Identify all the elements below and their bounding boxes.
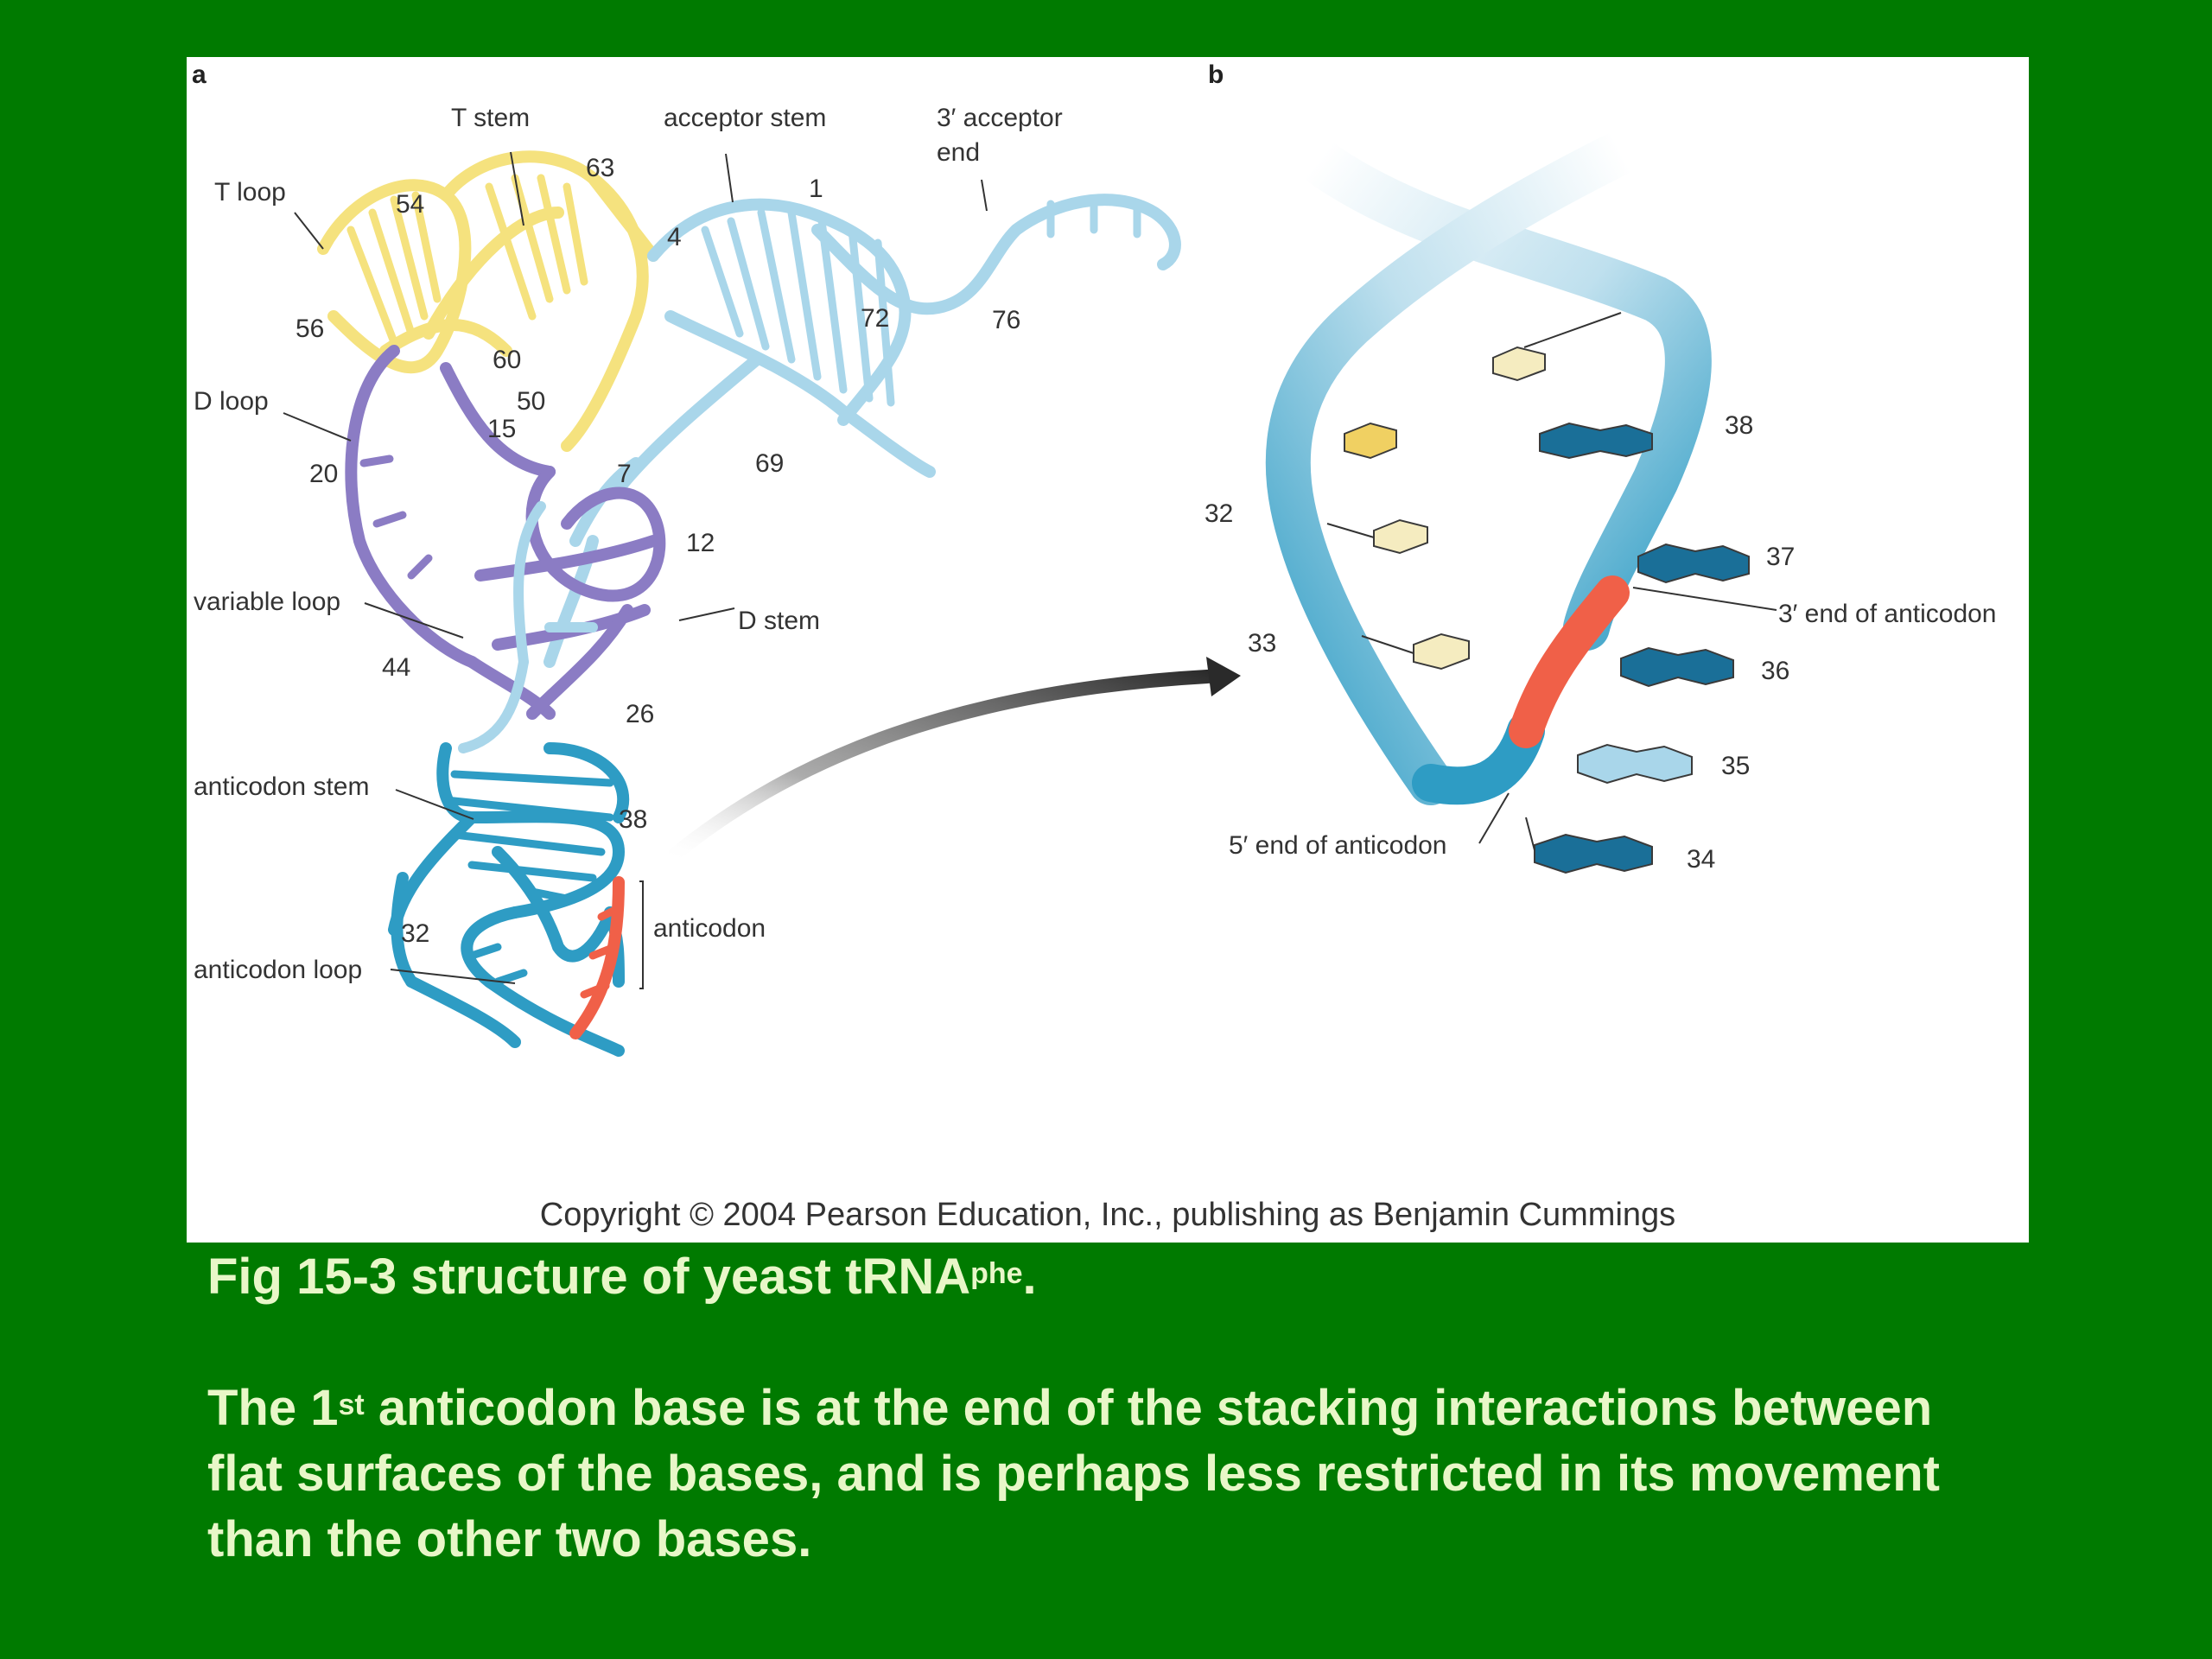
anticodon-red-rungs <box>580 904 623 999</box>
acceptor-rungs <box>701 195 1141 407</box>
num-7: 7 <box>617 460 632 488</box>
caption-body: The 1st anticodon base is at the end of … <box>207 1376 2005 1573</box>
label-variable-loop: variable loop <box>194 588 340 616</box>
d-arm-rungs <box>359 454 433 580</box>
num-4: 4 <box>667 223 682 251</box>
anticodon-red <box>569 876 625 1039</box>
b-num-36: 36 <box>1761 657 1789 685</box>
variable-loop <box>458 501 598 753</box>
b-num-38: 38 <box>1725 411 1753 440</box>
trna-figure: a <box>192 60 1997 1233</box>
label-acceptor-end-1: 3′ acceptor <box>937 104 1063 132</box>
label-d-stem: D stem <box>738 607 820 635</box>
label-acceptor-end-2: end <box>937 138 980 167</box>
b-num-32: 32 <box>1205 499 1233 528</box>
caption-title-sup: phe <box>970 1257 1023 1290</box>
num-54: 54 <box>396 190 424 219</box>
b-num-35: 35 <box>1721 752 1750 780</box>
panel-a-labels: T stem acceptor stem 3′ acceptor end T l… <box>194 104 1063 984</box>
num-26: 26 <box>626 700 654 728</box>
num-60: 60 <box>493 346 521 374</box>
label-anticodon-stem: anticodon stem <box>194 772 369 801</box>
num-72: 72 <box>861 304 889 333</box>
b-label-3-prime: 3′ end of anticodon <box>1778 600 1997 628</box>
label-anticodon: anticodon <box>653 914 766 943</box>
caption-title-main: Fig 15-3 structure of yeast tRNA <box>207 1249 971 1305</box>
label-anticodon-loop: anticodon loop <box>194 956 362 984</box>
ribbon <box>1265 130 1712 805</box>
caption-title-end: . <box>1022 1249 1037 1305</box>
num-12: 12 <box>686 529 715 557</box>
caption-body-part2: anticodon base is at the end of the stac… <box>207 1380 1940 1567</box>
figure-panel: a <box>187 57 2029 1243</box>
panel-a-leaders <box>283 151 988 989</box>
panel-a-letter: a <box>192 60 207 89</box>
b-num-37: 37 <box>1766 543 1795 571</box>
num-44: 44 <box>382 653 410 682</box>
b-label-5-prime: 5′ end of anticodon <box>1229 831 1447 860</box>
bases <box>1326 312 1750 874</box>
num-50: 50 <box>517 387 545 416</box>
num-56: 56 <box>296 315 324 343</box>
num-15: 15 <box>487 415 516 443</box>
caption-body-sup: st <box>338 1389 365 1421</box>
label-acceptor-stem: acceptor stem <box>664 104 826 132</box>
copyright-text: Copyright © 2004 Pearson Education, Inc.… <box>540 1197 1675 1233</box>
panel-b-labels: 38 32 37 3′ end of anticodon 33 36 35 5′… <box>1205 411 1997 874</box>
num-32: 32 <box>401 919 429 948</box>
caption: Fig 15-3 structure of yeast tRNAphe. The… <box>207 1244 2005 1573</box>
num-38: 38 <box>619 805 647 834</box>
num-63: 63 <box>586 154 614 182</box>
anticodon-rungs <box>442 770 614 986</box>
label-d-loop: D loop <box>194 387 269 416</box>
caption-title: Fig 15-3 structure of yeast tRNAphe. <box>207 1244 2005 1310</box>
connector-arrow <box>660 669 1230 868</box>
num-20: 20 <box>309 460 338 488</box>
t-arm <box>317 150 659 452</box>
caption-body-part1: The 1 <box>207 1380 339 1436</box>
label-t-loop: T loop <box>214 178 286 207</box>
connector-arrow-head <box>1206 657 1241 696</box>
t-arm-rungs <box>346 174 588 346</box>
num-76: 76 <box>992 306 1020 334</box>
b-num-33: 33 <box>1248 629 1276 658</box>
num-69: 69 <box>755 449 784 478</box>
label-t-stem: T stem <box>451 104 530 132</box>
panel-b-leaders <box>1478 587 1777 844</box>
num-1: 1 <box>809 175 823 203</box>
b-num-34: 34 <box>1687 845 1715 874</box>
panel-b-letter: b <box>1208 60 1224 89</box>
